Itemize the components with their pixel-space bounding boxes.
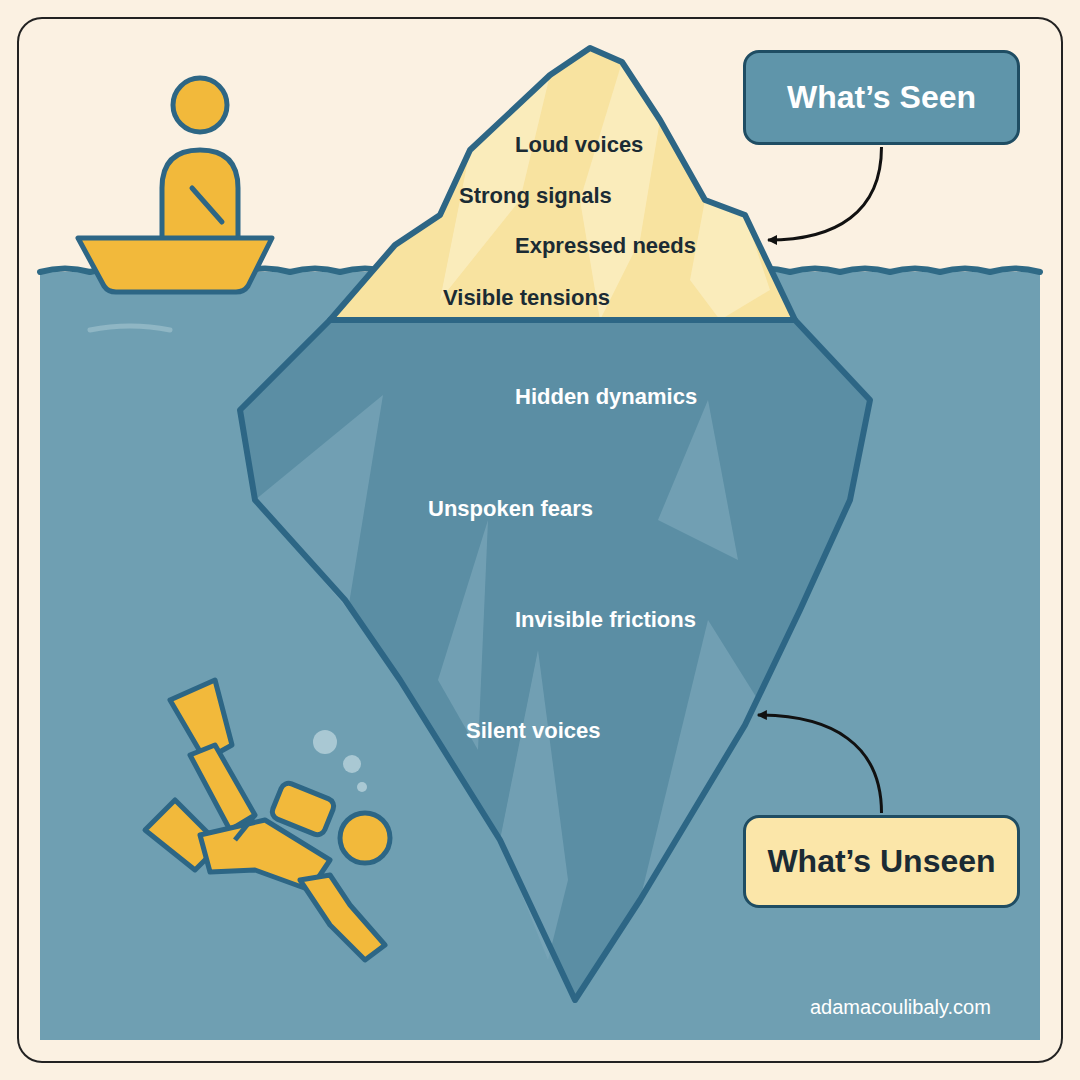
iceberg-item: Loud voices (515, 132, 643, 158)
iceberg-facet (438, 520, 488, 750)
iceberg-facet (640, 620, 758, 900)
watermark: adamacoulibaly.com (810, 996, 991, 1019)
callout-arrow (758, 715, 882, 813)
iceberg-item: Silent voices (466, 718, 601, 744)
iceberg-tip: Loud voicesStrong signalsExpressed needs… (330, 50, 795, 320)
water (40, 272, 1040, 1040)
iceberg-item: Strong signals (459, 183, 612, 209)
iceberg-facet (658, 400, 738, 560)
iceberg-fill (330, 48, 795, 320)
callout-title: What’s Unseen (767, 843, 995, 880)
iceberg-item: Expressed needs (515, 233, 696, 259)
callout-title: What’s Seen (787, 79, 976, 116)
seen-box: What’s Seen (743, 50, 1020, 145)
iceberg-item: Visible tensions (443, 285, 610, 311)
iceberg-item: Hidden dynamics (515, 384, 697, 410)
callout-arrow (768, 147, 881, 240)
iceberg-edge (330, 48, 795, 320)
iceberg-facet (255, 395, 383, 610)
iceberg-item: Unspoken fears (428, 496, 593, 522)
diver (145, 680, 390, 960)
iceberg-facet (690, 200, 770, 320)
iceberg-item: Invisible frictions (515, 607, 696, 633)
frame (18, 18, 1062, 1062)
unseen-box: What’s Unseen (743, 815, 1020, 908)
ripple (90, 326, 170, 330)
boat (78, 78, 272, 292)
